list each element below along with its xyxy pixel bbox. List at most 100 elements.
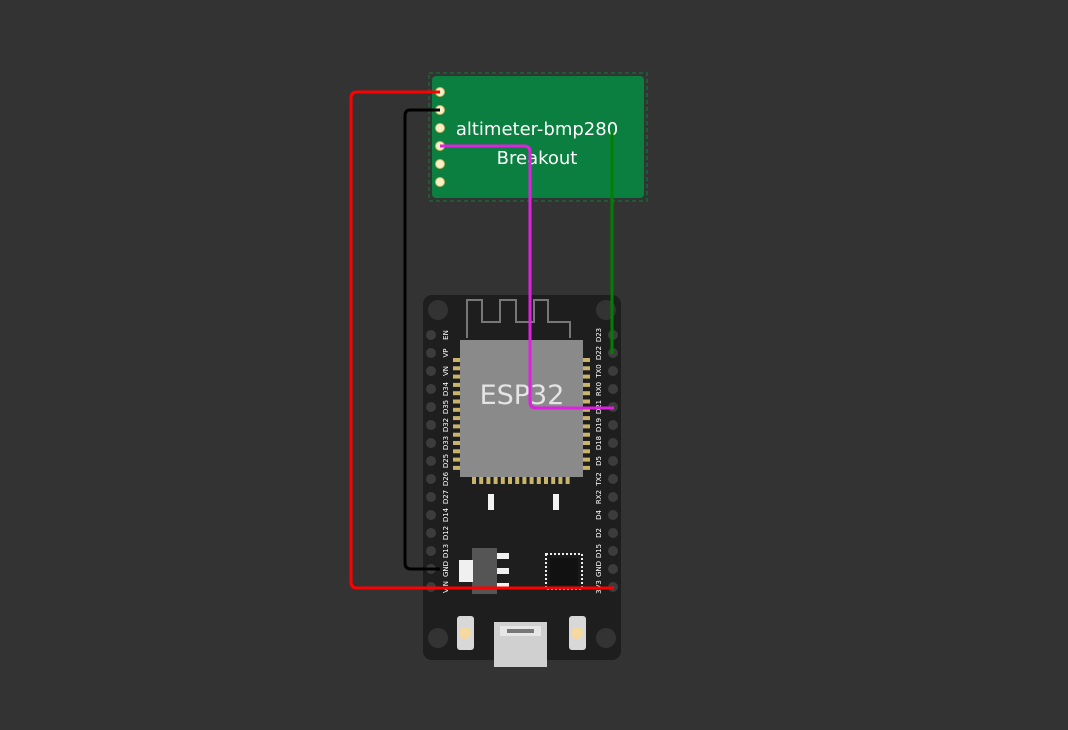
pin-label: RX2 — [595, 490, 603, 504]
pin-en[interactable] — [426, 330, 436, 340]
pin-label: D14 — [442, 507, 450, 522]
module-pad — [582, 366, 590, 371]
module-pad — [453, 465, 461, 470]
module-pad — [565, 476, 570, 484]
module-pad — [582, 382, 590, 387]
module-pad — [508, 476, 512, 484]
breakout-dashed-border — [428, 72, 648, 202]
pin-label: D25 — [442, 454, 450, 468]
pin-label: RX0 — [595, 382, 603, 396]
pin-d14[interactable] — [426, 510, 436, 520]
usb-connector — [494, 622, 547, 667]
module-pad — [536, 476, 541, 484]
breakout-title: altimeter-bmp280 — [456, 119, 618, 140]
module-pad — [582, 424, 590, 429]
module-pad — [500, 476, 505, 484]
pin-label: D22 — [595, 346, 603, 360]
pin-vn[interactable] — [426, 366, 436, 376]
wires — [349, 90, 614, 590]
module-pad — [479, 476, 484, 484]
pin-d4[interactable] — [608, 510, 618, 520]
pin-label: D23 — [595, 328, 603, 342]
module-pad — [582, 407, 590, 412]
pin-vp[interactable] — [426, 348, 436, 358]
pin-d15[interactable] — [608, 546, 618, 556]
pin-rx2[interactable] — [608, 492, 618, 502]
pin-d18[interactable] — [608, 438, 618, 448]
smd-resistor — [553, 494, 559, 510]
wire-red[interactable] — [349, 90, 614, 590]
voltage-regulator — [459, 548, 509, 594]
module-pad — [453, 391, 461, 396]
esp32-board[interactable]: ESP32 — [423, 295, 621, 667]
module-pad — [582, 399, 590, 404]
module-pad — [582, 457, 590, 462]
pin-label: D32 — [442, 418, 450, 432]
pin-label: VN — [442, 366, 450, 376]
mounting-hole — [428, 628, 448, 648]
module-pad — [582, 432, 590, 437]
pin-d13[interactable] — [426, 546, 436, 556]
module-pad — [582, 358, 590, 362]
module-pad — [453, 399, 461, 404]
breakout-subtitle: Breakout — [497, 148, 578, 169]
pin-d5[interactable] — [608, 456, 618, 466]
wire-black[interactable] — [403, 108, 440, 571]
left-pin-header: ENVPVND34D35D32D33D25D26D27D14D12D13GNDV… — [426, 330, 450, 593]
smd-resistor — [488, 494, 494, 510]
esp32-chip-label: ESP32 — [480, 380, 565, 411]
pin-d19[interactable] — [608, 420, 618, 430]
pin-tx2[interactable] — [608, 474, 618, 484]
pin-label: D35 — [442, 400, 450, 414]
reset-button[interactable] — [569, 616, 586, 650]
pin-rx0[interactable] — [608, 384, 618, 394]
module-pad — [453, 407, 461, 412]
pin-label: GND — [442, 561, 450, 577]
pin-d12[interactable] — [426, 528, 436, 538]
pin-label: D13 — [442, 544, 450, 558]
pin-label: EN — [442, 330, 450, 340]
pin-gnd[interactable] — [608, 564, 618, 574]
module-pad — [453, 416, 461, 421]
mounting-hole — [428, 300, 448, 320]
pin-label: D27 — [442, 490, 450, 504]
pin-tx0[interactable] — [608, 366, 618, 376]
pin-d2[interactable] — [608, 528, 618, 538]
module-pad — [582, 391, 590, 396]
breakout-pin[interactable] — [435, 177, 445, 187]
pin-d35[interactable] — [426, 402, 436, 412]
module-pad — [582, 416, 590, 421]
module-pad — [453, 424, 461, 429]
pin-d32[interactable] — [426, 420, 436, 430]
pin-label: D12 — [442, 526, 450, 540]
pin-d27[interactable] — [426, 492, 436, 502]
wire-magenta[interactable] — [440, 144, 614, 410]
pin-d26[interactable] — [426, 474, 436, 484]
pin-d34[interactable] — [426, 384, 436, 394]
pin-label: D34 — [442, 381, 450, 396]
module-pad — [558, 476, 563, 484]
pin-label: D2 — [595, 528, 603, 538]
pin-d25[interactable] — [426, 456, 436, 466]
breakout-pin[interactable] — [435, 159, 445, 169]
pin-label: D15 — [595, 544, 603, 558]
pin-label: VP — [442, 348, 450, 357]
pin-d33[interactable] — [426, 438, 436, 448]
module-pad — [453, 457, 461, 462]
pin-label: D26 — [442, 471, 450, 486]
pin-label: D33 — [442, 436, 450, 450]
module-pad — [453, 358, 461, 362]
breakout-pin[interactable] — [435, 123, 445, 133]
pin-label: D4 — [595, 510, 603, 520]
pin-label: TX2 — [595, 472, 603, 487]
boot-button[interactable] — [457, 616, 474, 650]
module-pad — [551, 476, 556, 484]
module-pad — [529, 476, 534, 484]
module-pad — [453, 432, 461, 437]
breakout-pin-header — [435, 87, 445, 187]
bmp280-breakout[interactable]: altimeter-bmp280 Breakout — [428, 72, 648, 202]
module-pad — [453, 449, 461, 454]
pin-label: D18 — [595, 436, 603, 450]
pin-label: D19 — [595, 418, 603, 432]
